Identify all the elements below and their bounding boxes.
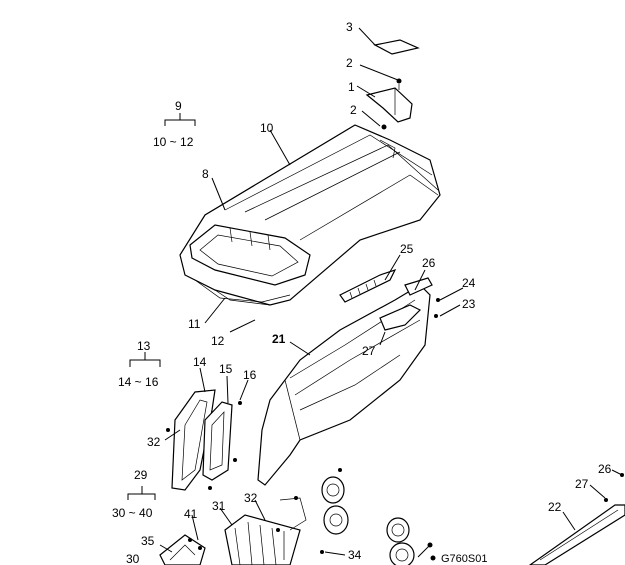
leader-lines: [127, 27, 623, 558]
callout-16: 16: [243, 368, 257, 382]
callout-2-upper: 2: [346, 56, 353, 70]
callout-labels: 3 2 1 2 9 10 ~ 12 10 8 11 12 21 25 26 24…: [112, 20, 612, 565]
callout-9-range: 10 ~ 12: [153, 135, 194, 149]
callout-13-range: 14 ~ 16: [118, 375, 159, 389]
callout-30: 30: [126, 552, 140, 565]
callout-11: 11: [188, 317, 201, 331]
rail-assembly: [528, 473, 625, 565]
callout-26-right: 26: [598, 462, 612, 476]
callout-27: 27: [362, 344, 376, 358]
callout-8: 8: [202, 167, 209, 181]
callout-34: 34: [348, 548, 362, 562]
callout-26: 26: [422, 256, 436, 270]
grille-frames: [166, 389, 242, 491]
callout-1: 1: [348, 80, 355, 94]
drawing-code: G760S01: [441, 553, 487, 565]
latch-parts: [365, 39, 420, 159]
callout-24: 24: [462, 276, 476, 290]
callout-22: 22: [548, 500, 562, 514]
callout-23: 23: [462, 297, 476, 311]
callout-10: 10: [260, 121, 274, 135]
callout-35: 35: [141, 534, 155, 548]
lower-grille-assembly: [159, 468, 436, 565]
callout-12: 12: [211, 334, 225, 348]
callout-29-range: 30 ~ 40: [112, 506, 153, 520]
callout-21: 21: [272, 332, 286, 346]
hood-assembly: [179, 124, 441, 306]
callout-27-right: 27: [575, 477, 589, 491]
side-panel-assembly: [257, 268, 440, 486]
callout-25: 25: [400, 242, 414, 256]
callout-32-center: 32: [244, 491, 258, 505]
callout-41: 41: [184, 507, 198, 521]
callout-32-left: 32: [147, 435, 161, 449]
callout-29: 29: [134, 468, 148, 482]
callout-14: 14: [193, 355, 207, 369]
callout-13: 13: [137, 339, 151, 353]
callout-31: 31: [212, 499, 226, 513]
callout-15: 15: [219, 362, 233, 376]
callout-2-lower: 2: [350, 103, 357, 117]
callout-3: 3: [346, 20, 353, 34]
callout-9: 9: [175, 99, 182, 113]
